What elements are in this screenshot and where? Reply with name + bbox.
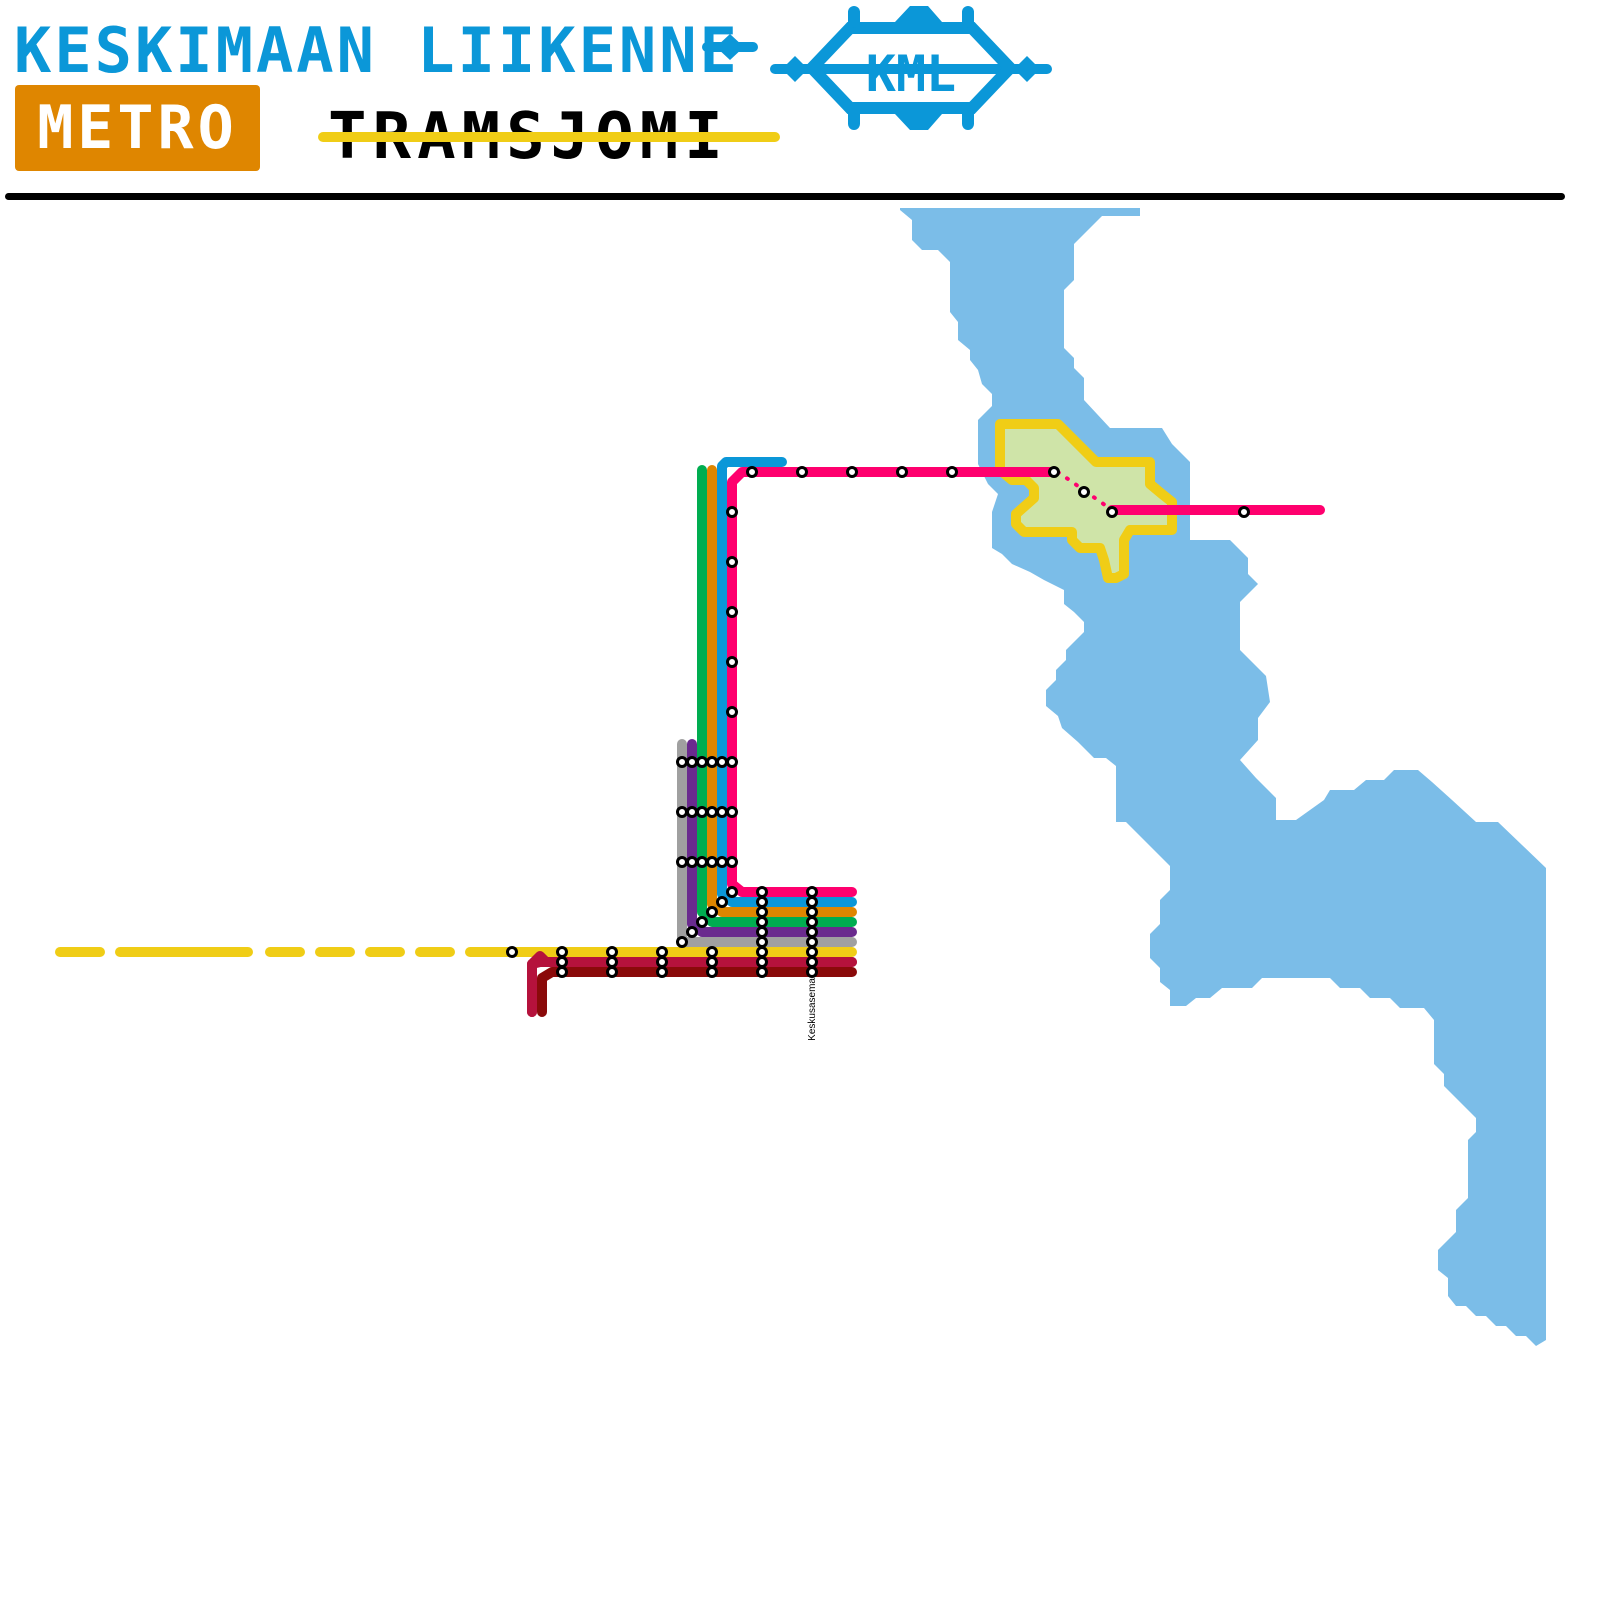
station-marker	[1048, 466, 1060, 478]
water-layer	[900, 208, 1546, 1346]
station-marker	[796, 466, 808, 478]
tram-brand-logo: TRAMSJOMI	[318, 100, 780, 174]
station-marker	[756, 916, 768, 928]
station-marker	[716, 806, 728, 818]
station-marker	[676, 806, 688, 818]
station-marker	[756, 906, 768, 918]
kml-emblem-icon	[770, 6, 1052, 130]
station-marker	[706, 856, 718, 868]
station-marker	[1106, 506, 1118, 518]
station-marker	[726, 886, 738, 898]
station-marker	[726, 706, 738, 718]
lake-polygon	[900, 208, 1546, 1346]
station-marker	[706, 756, 718, 768]
station-marker	[726, 656, 738, 668]
station-marker	[756, 886, 768, 898]
station-marker	[656, 956, 668, 968]
kml-logo: KML	[702, 6, 1052, 130]
station-marker	[556, 966, 568, 978]
station-marker	[696, 806, 708, 818]
station-marker	[806, 966, 818, 978]
station-marker	[806, 946, 818, 958]
metro-label: METRO	[37, 93, 238, 163]
station-marker	[706, 956, 718, 968]
station-marker	[846, 466, 858, 478]
station-marker	[806, 916, 818, 928]
purple-line	[687, 739, 857, 937]
station-marker	[656, 966, 668, 978]
park-layer	[995, 419, 1177, 583]
station-marker	[676, 856, 688, 868]
station-marker	[506, 946, 518, 958]
station-marker	[716, 756, 728, 768]
lines-layer	[55, 457, 1325, 1017]
station-marker	[806, 896, 818, 908]
station-marker	[756, 966, 768, 978]
station-marker	[756, 896, 768, 908]
maroon-line	[537, 967, 857, 1017]
diamond-connector-icon	[702, 34, 758, 60]
station-marker	[606, 956, 618, 968]
station-marker	[696, 756, 708, 768]
station-marker	[806, 956, 818, 968]
station-marker	[706, 966, 718, 978]
station-marker	[606, 966, 618, 978]
station-marker	[726, 756, 738, 768]
station-marker	[746, 466, 758, 478]
station-marker	[726, 556, 738, 568]
stations-layer: Keskusasema	[506, 466, 1250, 1041]
station-label-keskusasema: Keskusasema	[807, 978, 818, 1041]
station-marker	[806, 926, 818, 938]
station-marker	[806, 906, 818, 918]
station-marker	[696, 916, 708, 928]
station-marker	[726, 856, 738, 868]
station-marker	[756, 956, 768, 968]
station-marker	[686, 806, 698, 818]
crimson-line	[527, 957, 857, 1017]
station-marker	[696, 856, 708, 868]
orange-line	[707, 465, 857, 917]
station-marker	[706, 906, 718, 918]
station-marker	[896, 466, 908, 478]
tram-brand-bar	[318, 132, 780, 142]
station-marker	[756, 946, 768, 958]
station-marker	[756, 936, 768, 948]
blue-line	[717, 457, 857, 907]
station-marker	[556, 946, 568, 958]
station-marker	[716, 896, 728, 908]
station-marker	[676, 756, 688, 768]
station-marker	[686, 856, 698, 868]
station-marker	[806, 886, 818, 898]
station-marker	[686, 926, 698, 938]
header-divider	[5, 193, 1565, 200]
station-marker	[806, 936, 818, 948]
green-line	[697, 465, 857, 927]
operator-name: KESKIMAAN LIIKENNE	[14, 14, 740, 87]
station-marker	[606, 946, 618, 958]
station-marker	[726, 806, 738, 818]
station-marker	[1078, 486, 1090, 498]
station-marker	[676, 936, 688, 948]
station-marker	[946, 466, 958, 478]
station-marker	[656, 946, 668, 958]
station-marker	[756, 926, 768, 938]
station-marker	[1238, 506, 1250, 518]
station-marker	[706, 806, 718, 818]
island-park	[995, 419, 1177, 583]
station-marker	[726, 606, 738, 618]
station-marker	[556, 956, 568, 968]
station-marker	[706, 946, 718, 958]
station-marker	[716, 856, 728, 868]
metro-badge: METRO	[15, 85, 260, 171]
kml-abbrev: KML	[866, 45, 956, 103]
station-marker	[686, 756, 698, 768]
station-marker	[726, 506, 738, 518]
